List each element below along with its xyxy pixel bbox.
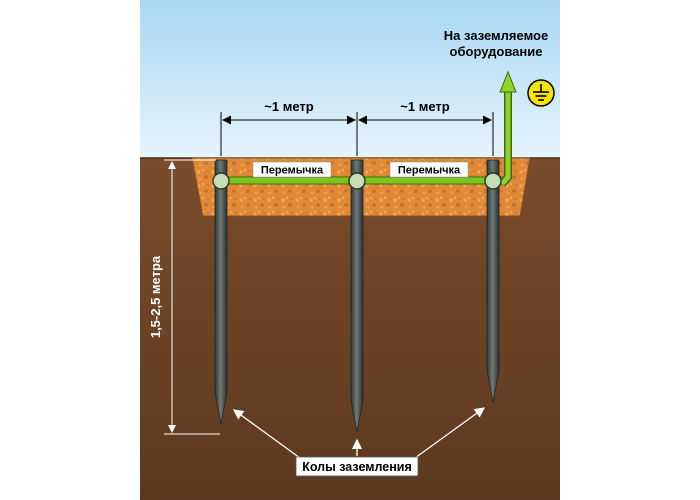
rod-clamps xyxy=(212,172,502,190)
equipment-label-line2: оборудование xyxy=(450,44,543,59)
grounding-rods xyxy=(214,159,500,433)
rods-pointer-arrows xyxy=(232,407,486,459)
jumper-label-right-box: Перемычка xyxy=(389,161,469,178)
grounding-rod-left xyxy=(214,159,228,425)
spacing-dimensions xyxy=(220,112,494,156)
sky xyxy=(140,0,560,158)
clamp-icon xyxy=(484,172,502,190)
grounding-rod-middle xyxy=(350,159,364,433)
depth-label: 1,5-2,5 метра xyxy=(148,255,163,338)
grounding-rod-right xyxy=(486,159,500,403)
riser-arrow-icon xyxy=(499,70,517,93)
jumper-label-right: Перемычка xyxy=(398,165,461,177)
equipment-label-line1: На заземляемое xyxy=(444,28,548,43)
depth-dimension xyxy=(164,159,220,435)
jumper-label-left: Перемычка xyxy=(261,165,324,177)
rods-label-box xyxy=(295,456,419,477)
spacing-label-left: ~1 метр xyxy=(264,99,313,114)
clamp-icon xyxy=(348,172,366,190)
ground-symbol-icon xyxy=(527,79,555,107)
spacing-label-right: ~1 метр xyxy=(400,99,449,114)
clamp-icon xyxy=(212,172,230,190)
jumper-label-left-box: Перемычка xyxy=(252,161,332,178)
rods-label: Колы заземления xyxy=(302,460,412,474)
